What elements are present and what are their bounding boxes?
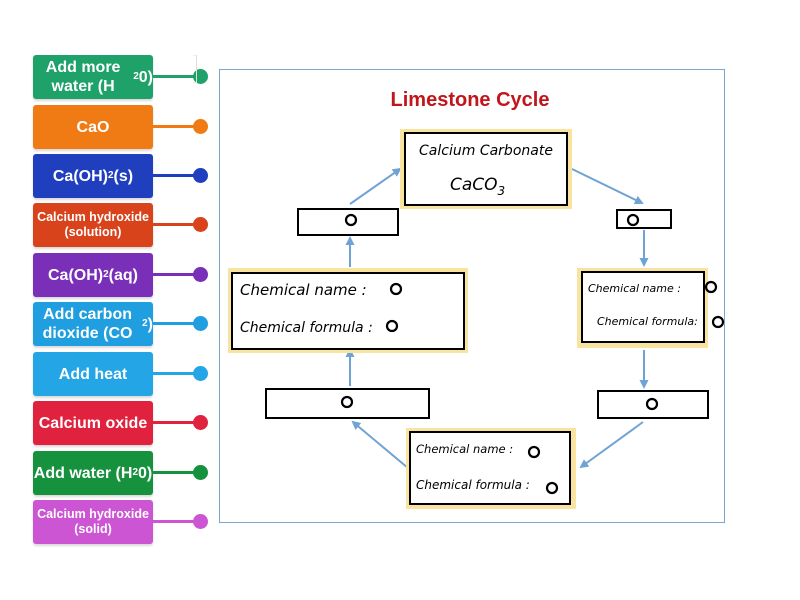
arrow-left-bottom — [351, 420, 409, 469]
chemical-box-bottom: Chemical name : Chemical formula : — [406, 428, 576, 509]
drag-handle[interactable] — [193, 514, 208, 529]
tile-connector — [153, 471, 198, 474]
drop-slot-formula-right[interactable] — [711, 315, 725, 329]
tile-connector — [153, 520, 198, 523]
step-slot-right-bottom[interactable] — [597, 390, 709, 419]
formula-label: Chemical formula: — [597, 315, 698, 328]
diagram-panel: Limestone Cycle Calcium Carbonate CaCO3 — [219, 69, 725, 523]
drag-handle[interactable] — [193, 267, 208, 282]
tile-label[interactable]: Calcium hydroxide (solid) — [33, 500, 153, 544]
drag-handle[interactable] — [193, 316, 208, 331]
tile-label[interactable]: Add heat — [33, 352, 153, 396]
cycle-arrows — [345, 167, 649, 469]
chemical-box-right: Chemical name : Chemical formula: — [577, 268, 725, 348]
tile-label[interactable]: Calcium hydroxide (solution) — [33, 203, 153, 247]
tile-connector — [153, 75, 198, 78]
top-box-formula: CaCO3 — [450, 175, 505, 198]
tile-label[interactable]: Ca(OH)2 (aq) — [33, 253, 153, 297]
diagram-title: Limestone Cycle — [391, 89, 550, 111]
formula-label: Chemical formula : — [416, 478, 530, 492]
arrow-right-bottom — [579, 421, 644, 469]
drop-slot-formula-bottom[interactable] — [545, 481, 559, 495]
tile-3[interactable]: Calcium hydroxide (solution) — [33, 203, 208, 247]
tile-4[interactable]: Ca(OH)2 (aq) — [33, 253, 208, 297]
tile-connector — [153, 322, 198, 325]
step-slot-left-bottom[interactable] — [265, 388, 430, 419]
limestone-cycle-diagram: Limestone Cycle Calcium Carbonate CaCO3 — [228, 89, 725, 509]
drag-handle[interactable] — [193, 217, 208, 232]
scroll-hint — [193, 55, 197, 83]
chemical-box-left: Chemical name : Chemical formula : — [228, 268, 468, 353]
name-label: Chemical name : — [588, 282, 681, 295]
tile-2[interactable]: Ca(OH)2 (s) — [33, 154, 208, 198]
top-box-name: Calcium Carbonate — [419, 143, 553, 159]
tile-connector — [153, 125, 198, 128]
tile-label[interactable]: Calcium oxide — [33, 401, 153, 445]
arrow-left-top — [349, 167, 402, 205]
tile-1[interactable]: CaO — [33, 105, 208, 149]
drag-handle[interactable] — [193, 366, 208, 381]
drag-handle[interactable] — [193, 465, 208, 480]
drag-handle[interactable] — [193, 119, 208, 134]
calcium-carbonate-box: Calcium Carbonate CaCO3 — [400, 129, 572, 209]
name-label: Chemical name : — [416, 442, 513, 456]
tile-label[interactable]: CaO — [33, 105, 153, 149]
step-slot-right-top[interactable] — [616, 209, 672, 229]
drop-slot-name-left[interactable] — [389, 282, 403, 296]
tile-connector — [153, 273, 198, 276]
drop-slot-formula-left[interactable] — [385, 319, 399, 333]
drag-handle[interactable] — [193, 415, 208, 430]
drop-slot-name-bottom[interactable] — [527, 445, 541, 459]
tile-connector — [153, 421, 198, 424]
tile-9[interactable]: Calcium hydroxide (solid) — [33, 500, 208, 544]
arrow-right-top — [571, 168, 644, 204]
name-label: Chemical name : — [240, 281, 367, 299]
tile-6[interactable]: Add heat — [33, 352, 208, 396]
formula-label: Chemical formula : — [240, 320, 373, 336]
tile-label[interactable]: Ca(OH)2 (s) — [33, 154, 153, 198]
step-slot-left-top[interactable] — [297, 208, 399, 236]
drop-slot-name-right[interactable] — [704, 280, 718, 294]
tile-connector — [153, 372, 198, 375]
tile-connector — [153, 174, 198, 177]
tile-connector — [153, 223, 198, 226]
tile-7[interactable]: Calcium oxide — [33, 401, 208, 445]
drag-handle[interactable] — [193, 168, 208, 183]
